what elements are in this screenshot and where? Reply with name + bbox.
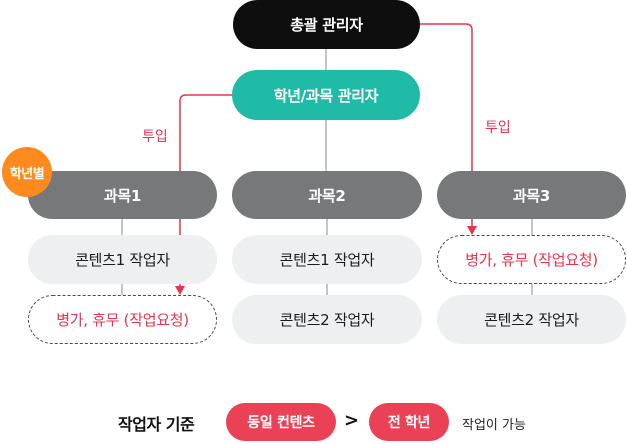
- col3-request-node: 병가, 휴무 (작업요청): [437, 235, 626, 284]
- deploy-arrow-right: [420, 23, 473, 227]
- col1-content1-worker-node: 콘텐츠1 작업자: [28, 235, 217, 284]
- tree-connectors: [121, 49, 533, 295]
- general-admin-node: 총괄 관리자: [233, 0, 420, 49]
- arrowhead-left: [175, 286, 185, 295]
- subject3-node: 과목3: [437, 171, 626, 219]
- col1-request-node: 병가, 휴무 (작업요청): [28, 295, 217, 344]
- grade-badge: 학년별: [2, 147, 52, 197]
- col2-content2-worker-node: 콘텐츠2 작업자: [232, 295, 422, 344]
- arrowhead-right: [467, 226, 477, 235]
- col3-content2-worker-node: 콘텐츠2 작업자: [437, 295, 626, 344]
- deploy-arrows: [179, 23, 473, 287]
- col2-content1-worker-node: 콘텐츠1 작업자: [232, 235, 422, 284]
- subject2-node: 과목2: [232, 171, 422, 219]
- grade-subject-admin-node: 학년/과목 관리자: [232, 70, 420, 120]
- deploy-label-left: 투입: [142, 129, 168, 145]
- subject1-node: 과목1: [28, 171, 217, 219]
- legend-title: 작업자 기준: [118, 415, 195, 434]
- deploy-arrow-left: [179, 94, 232, 287]
- legend-all-grades-badge: 전 학년: [369, 403, 449, 441]
- legend-suffix: 작업이 가능: [462, 418, 526, 433]
- legend-arrow: >: [344, 410, 360, 431]
- legend-same-content-badge: 동일 컨텐츠: [226, 403, 336, 441]
- deploy-label-right: 투입: [485, 120, 511, 136]
